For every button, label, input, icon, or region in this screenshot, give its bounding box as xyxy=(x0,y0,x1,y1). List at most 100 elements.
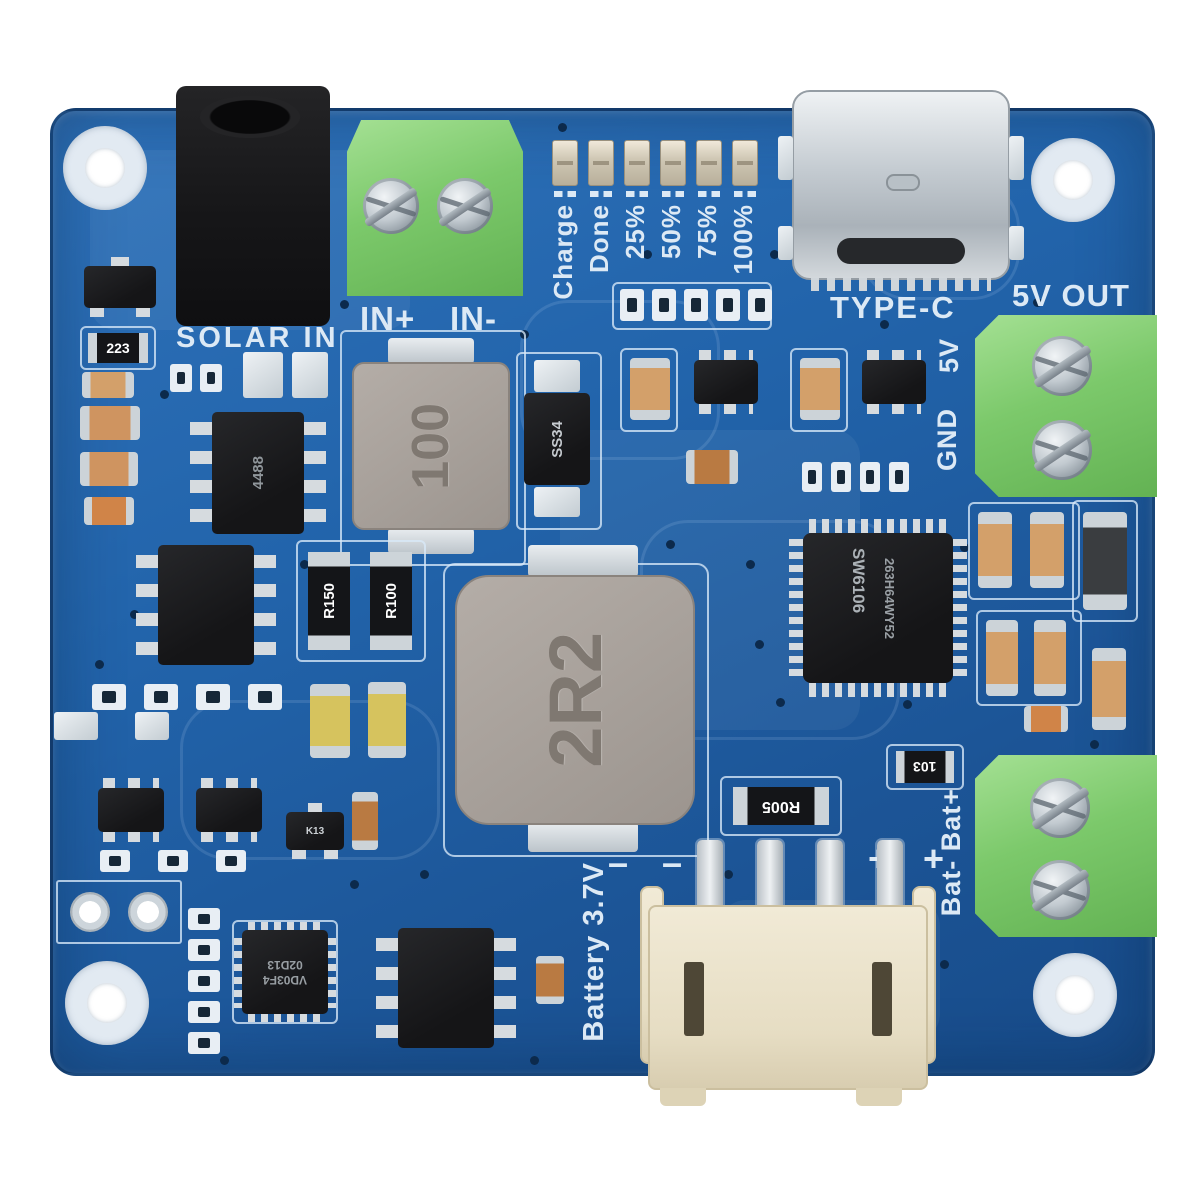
transistor-k13: K13 xyxy=(286,803,344,859)
solder-pad xyxy=(200,364,222,392)
solder-pad xyxy=(158,850,188,872)
capacitor xyxy=(536,956,564,1004)
led-label-100: 100% xyxy=(728,204,758,275)
solder-pad xyxy=(831,462,851,492)
mounting-hole-bottom-left xyxy=(65,961,149,1045)
terminal-screw[interactable] xyxy=(1032,420,1092,480)
terminal-screw[interactable] xyxy=(437,178,493,234)
solder-pad xyxy=(684,289,708,321)
capacitor xyxy=(1092,648,1126,730)
solder-pad xyxy=(889,462,909,492)
led-charge xyxy=(552,140,578,186)
typec-side-tab xyxy=(778,226,793,260)
led-tick xyxy=(590,191,612,197)
silk-frame xyxy=(80,326,156,370)
qfn-marking: VD03F4 02D13 xyxy=(263,957,307,987)
inductor-100-marking: 100 xyxy=(402,402,460,490)
solder-pad xyxy=(196,684,230,710)
solder-pad xyxy=(188,970,220,992)
solder-pad xyxy=(188,908,220,930)
silk-frame xyxy=(56,880,182,944)
silk-frame xyxy=(976,610,1082,706)
led-label-charge: Charge xyxy=(548,204,578,300)
jst-slot xyxy=(872,962,892,1036)
usb-type-c-port[interactable] xyxy=(792,90,1010,291)
battery-label: Battery 3.7V xyxy=(578,862,610,1042)
diode-pad xyxy=(534,360,580,392)
led-100 xyxy=(732,140,758,186)
capacitor xyxy=(84,497,134,525)
inductor-100: 100 xyxy=(352,362,510,530)
capacitor xyxy=(80,406,140,440)
jst-foot xyxy=(856,1088,902,1106)
ic-sot23-6 xyxy=(862,350,926,414)
5v-out-label: 5V OUT xyxy=(1012,278,1130,313)
typec-solder-pins xyxy=(811,278,991,291)
led-50 xyxy=(660,140,686,186)
r103-marking: 103 xyxy=(913,759,937,775)
capacitor xyxy=(80,452,138,486)
jst-foot xyxy=(660,1088,706,1106)
mounting-hole-bottom-right xyxy=(1033,953,1117,1037)
terminal-screw[interactable] xyxy=(1032,336,1092,396)
qfn-pins-bottom xyxy=(248,1014,322,1022)
r223-marking: 223 xyxy=(106,340,130,356)
silk-frame xyxy=(296,540,426,662)
transistor-sot23 xyxy=(84,257,156,317)
capacitor xyxy=(82,372,134,398)
led-tick xyxy=(698,191,720,197)
inductor-2r2: 2R2 xyxy=(455,575,695,825)
pad-row xyxy=(802,462,909,492)
capacitor-dark xyxy=(1083,512,1127,610)
solder-pad xyxy=(188,939,220,961)
silk-frame xyxy=(720,776,842,836)
silk-frame xyxy=(968,502,1080,600)
silk-frame xyxy=(232,920,338,1024)
gnd-label: GND xyxy=(932,408,962,471)
sw6106-lot-code: 263H64WY52 xyxy=(882,558,897,639)
terminal-screw[interactable] xyxy=(1030,860,1090,920)
via-dots xyxy=(0,0,5,5)
solar-in-label: SOLAR IN xyxy=(176,322,339,354)
terminal-screw[interactable] xyxy=(363,178,419,234)
pad-row xyxy=(92,684,282,710)
solder-pad xyxy=(620,289,644,321)
qfp-pins-bottom xyxy=(809,683,947,697)
terminal-screw[interactable] xyxy=(1030,778,1090,838)
qfp-pins-left xyxy=(789,539,803,677)
solder-pad xyxy=(92,684,126,710)
solder-pad xyxy=(248,684,282,710)
led-25 xyxy=(624,140,650,186)
solder-pad xyxy=(652,289,676,321)
led-label-50: 50% xyxy=(656,204,686,260)
capacitor-yellow xyxy=(368,682,406,758)
sw6106-marking: SW6106 xyxy=(849,548,868,614)
diode-ss34: SS34 xyxy=(524,393,590,485)
typec-dimple xyxy=(886,173,920,191)
battery-minus-marks: – – xyxy=(608,842,695,883)
led-tick xyxy=(626,191,648,197)
capacitor xyxy=(1024,706,1068,732)
silk-frame xyxy=(620,348,678,432)
capacitor xyxy=(686,450,738,484)
r005-marking: R005 xyxy=(761,798,801,815)
typec-side-tab xyxy=(1009,136,1024,180)
shunt-r005: R005 xyxy=(733,787,829,825)
qfp-pins-right xyxy=(953,539,967,677)
capacitor xyxy=(1030,512,1064,588)
ic-sot23-6 xyxy=(98,778,164,842)
capacitor-yellow xyxy=(310,684,350,758)
silk-frame xyxy=(886,744,964,790)
led-label-done: Done xyxy=(584,204,614,273)
capacitor xyxy=(800,358,840,420)
ic-soic8 xyxy=(136,545,276,665)
capacitor xyxy=(978,512,1012,588)
typec-side-tab xyxy=(1009,226,1024,260)
dc-barrel-jack-solar xyxy=(176,86,330,326)
solder-pad xyxy=(216,850,246,872)
inductor-pad xyxy=(388,338,474,364)
solder-pad-large xyxy=(292,352,328,398)
silk-frame xyxy=(1072,500,1138,622)
r100-marking: R100 xyxy=(382,583,400,619)
